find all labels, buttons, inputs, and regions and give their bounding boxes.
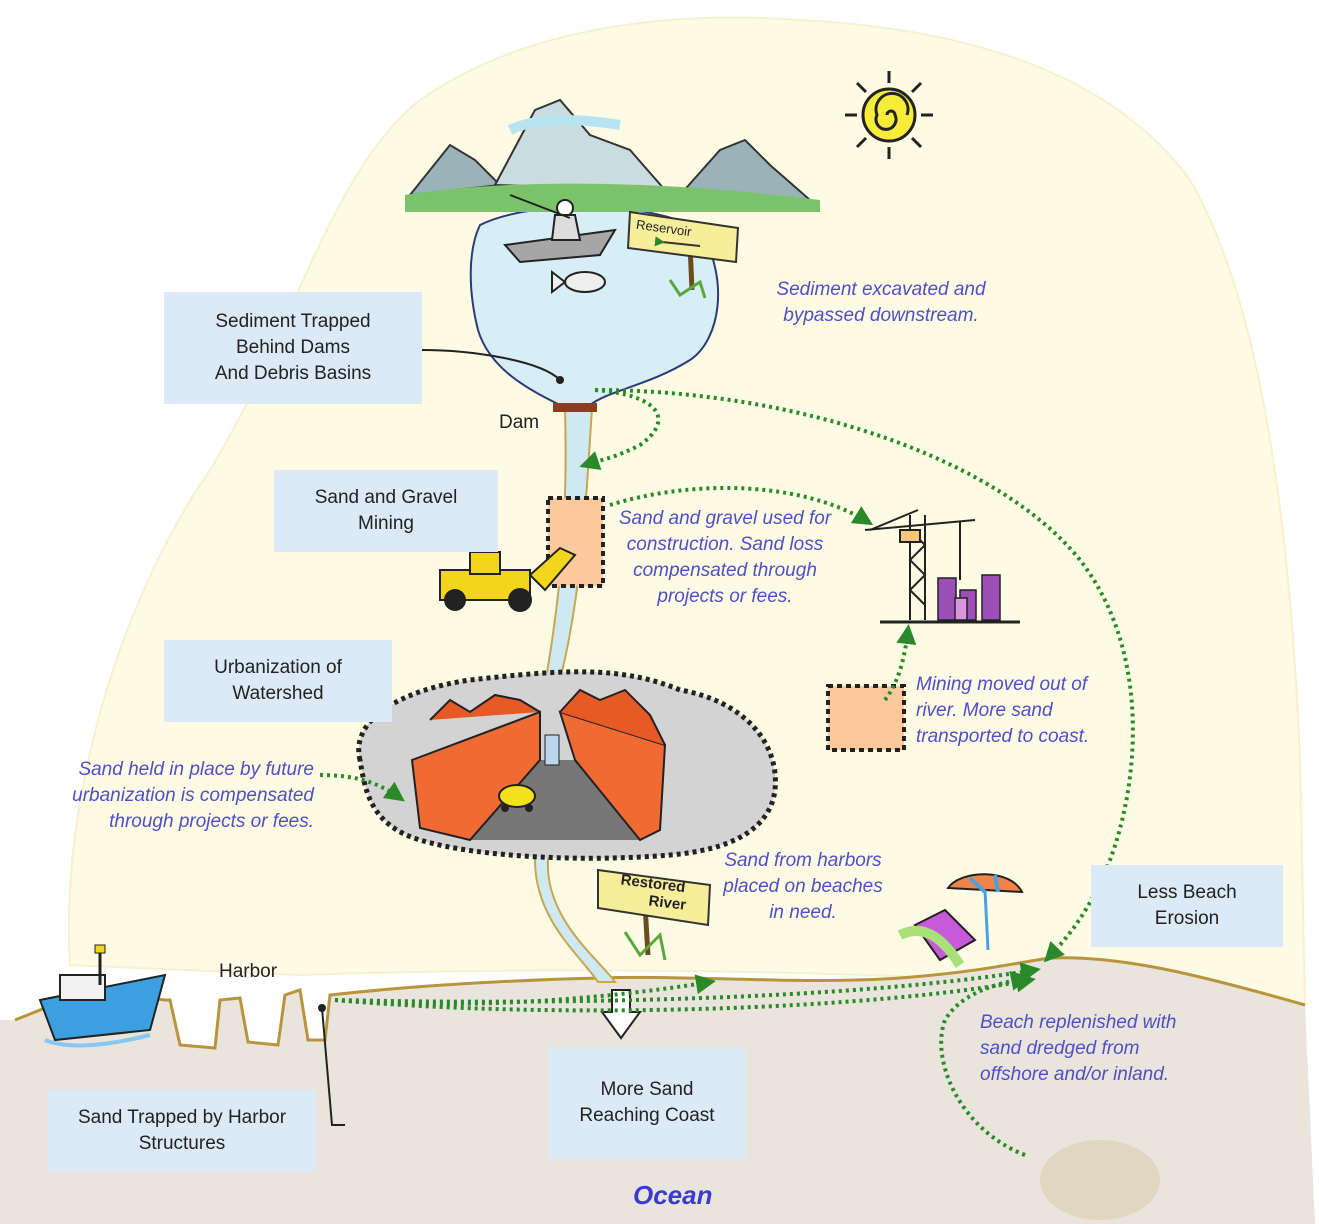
sign-icon — [626, 210, 740, 299]
construction-note: Sand and gravel used for construction. S… — [618, 508, 832, 607]
arrow-to-construction — [609, 486, 874, 526]
beach-replenished-note: Beach replenished with sand dredged from… — [980, 1012, 1177, 1085]
harbor-sand-note: Sand from harbors placed on beaches in n… — [723, 850, 883, 923]
city-buildings-icon — [937, 574, 1001, 621]
beach-chair-icon — [897, 908, 977, 968]
connector-dot-harbor — [318, 1004, 326, 1012]
arrow-harbor-beach-3 — [334, 972, 1036, 1013]
arrow-mining-relocated — [883, 624, 917, 702]
dam-label: Dam — [499, 412, 540, 433]
sun-icon — [845, 71, 933, 159]
beach-umbrella-icon — [946, 873, 1024, 951]
sand-gravel-mining-box: Sand and Gravel Mining — [274, 470, 498, 552]
sediment-trapped-box: Sediment Trapped Behind Dams And Debris … — [164, 292, 422, 404]
fishing-boat-icon — [503, 194, 617, 264]
city-icon — [410, 688, 667, 842]
connector-harbor-line — [321, 1007, 345, 1126]
arrow-harbor-beach-2 — [334, 962, 1041, 1004]
urbanization-box: Urbanization of Watershed — [164, 640, 392, 722]
dam — [553, 403, 597, 412]
mining-moved-note: Mining moved out of river. More sand tra… — [916, 674, 1090, 747]
fish-icon — [551, 269, 606, 295]
connector-dot-dam — [556, 376, 564, 384]
excavated-note: Sediment excavated and bypassed downstre… — [776, 279, 986, 326]
less-erosion-box: Less Beach Erosion — [1091, 865, 1283, 947]
restored-sign-label-2: River — [648, 892, 687, 913]
relocated-mining-patch — [826, 684, 906, 752]
sign-icon — [597, 868, 712, 961]
ocean-label: Ocean — [633, 1180, 713, 1210]
crane-icon — [864, 509, 1020, 624]
shoreline — [14, 956, 1306, 1050]
arrow-bypass-downstream — [579, 388, 661, 471]
car-icon — [498, 784, 536, 812]
arrow-urban-held — [319, 773, 405, 802]
more-sand-box: More Sand Reaching Coast — [548, 1047, 746, 1159]
ship-icon — [38, 944, 167, 1048]
harbor-label: Harbor — [219, 961, 278, 982]
connector-dam-line — [421, 349, 561, 381]
urban-held-note: Sand held in place by future urbanizatio… — [72, 759, 314, 832]
bulldozer-icon — [439, 546, 577, 612]
mountains-icon — [405, 98, 820, 212]
offshore-sand-patch — [1040, 1140, 1160, 1220]
harbor-trap-box: Sand Trapped by Harbor Structures — [48, 1090, 316, 1172]
arrow-offshore-replenish — [939, 970, 1031, 1157]
